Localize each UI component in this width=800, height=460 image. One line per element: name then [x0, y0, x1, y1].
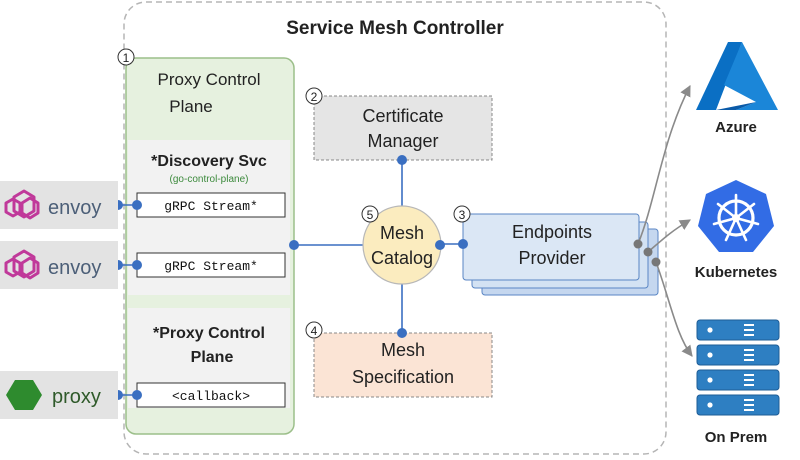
service-mesh-controller-frame [123, 1, 667, 455]
grpc-stream-box-2 [136, 252, 286, 278]
grpc-stream-label-1: gRPC Stream* [164, 199, 258, 214]
step-badge-3 [453, 205, 471, 223]
envoy-logo-icon [4, 189, 40, 220]
provider-arrows [637, 85, 693, 357]
grpc-stream-box-1 [136, 192, 286, 218]
endpoints-provider-label-line1: Endpoints [512, 222, 592, 242]
certificate-manager-label-line1: Certificate [362, 106, 443, 126]
step-number-5: 5 [367, 208, 374, 222]
provider-dots [633, 239, 661, 267]
proxy-control-plane-inner-title-line1: *Proxy Control [153, 325, 265, 342]
step-badge-5 [361, 205, 379, 223]
envoy-proxy-label-2: envoy [48, 257, 101, 279]
grpc-stream-label-2: gRPC Stream* [164, 259, 258, 274]
proxy-control-plane-title-line2: Plane [169, 97, 212, 116]
endpoints-provider-label-line2: Provider [518, 248, 585, 268]
step-number-3: 3 [459, 208, 466, 222]
azure-label: Azure [715, 119, 757, 136]
step-badge-2 [305, 87, 323, 105]
kubernetes-label: Kubernetes [695, 264, 778, 281]
envoy-logo-icon [4, 249, 40, 280]
proxy-control-plane-title-line1: Proxy Control [158, 70, 261, 89]
mesh-specification-label-line1: Mesh [381, 340, 425, 360]
proxy-control-plane-inner-title-line2: Plane [191, 349, 234, 366]
mesh-catalog-label-line2: Catalog [371, 248, 433, 268]
step-number-1: 1 [123, 51, 130, 65]
mesh-catalog-label-line1: Mesh [380, 223, 424, 243]
mesh-specification-box [313, 332, 493, 398]
step-number-4: 4 [311, 324, 318, 338]
certificate-manager-label-line2: Manager [367, 131, 438, 151]
kubernetes-logo-icon [698, 180, 774, 252]
server-rack-icon [696, 319, 780, 416]
callback-label: <callback> [172, 389, 250, 404]
mesh-specification-label-line2: Specification [352, 367, 454, 387]
service-mesh-controller-title: Service Mesh Controller [286, 18, 504, 39]
step-number-2: 2 [311, 90, 318, 104]
certificate-manager-box [313, 95, 493, 161]
azure-logo-icon [696, 42, 778, 110]
discovery-service-title: *Discovery Svc [151, 153, 267, 170]
step-badge-1 [117, 48, 135, 66]
proxy-hexagon-icon [6, 380, 42, 410]
on-prem-label: On Prem [705, 429, 768, 446]
envoy-proxy-label-1: envoy [48, 197, 101, 219]
step-badge-4 [305, 321, 323, 339]
discovery-service-subtitle: (go-control-plane) [170, 174, 249, 185]
generic-proxy-label: proxy [52, 386, 101, 408]
